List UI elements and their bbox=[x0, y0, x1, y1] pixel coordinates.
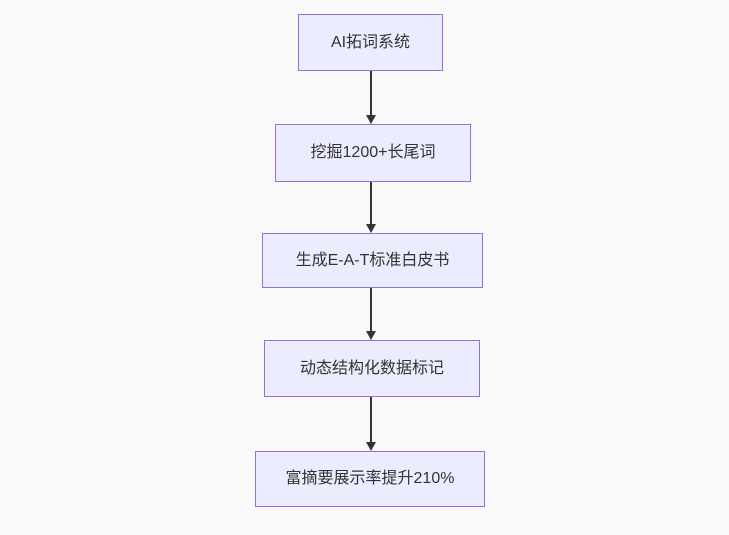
flow-node-label: 挖掘1200+长尾词 bbox=[310, 144, 436, 162]
arrow-line bbox=[370, 182, 372, 224]
arrow-connector-2 bbox=[366, 182, 376, 233]
flow-node-eat-whitepaper: 生成E-A-T标准白皮书 bbox=[262, 233, 483, 288]
arrow-head-icon bbox=[366, 115, 376, 124]
flow-node-rich-snippet-result: 富摘要展示率提升210% bbox=[255, 451, 485, 507]
arrow-head-icon bbox=[366, 224, 376, 233]
flow-node-label: 富摘要展示率提升210% bbox=[285, 470, 455, 488]
arrow-line bbox=[370, 288, 372, 331]
flow-node-label: 动态结构化数据标记 bbox=[299, 359, 444, 377]
arrow-head-icon bbox=[366, 331, 376, 340]
arrow-head-icon bbox=[366, 442, 376, 451]
flow-node-structured-data: 动态结构化数据标记 bbox=[264, 340, 480, 397]
flow-node-ai-system: AI拓词系统 bbox=[298, 14, 443, 71]
arrow-connector-4 bbox=[366, 397, 376, 451]
arrow-connector-1 bbox=[366, 71, 376, 124]
flow-node-longtail-mining: 挖掘1200+长尾词 bbox=[275, 124, 471, 182]
arrow-connector-3 bbox=[366, 288, 376, 340]
flow-node-label: AI拓词系统 bbox=[330, 33, 411, 51]
flow-node-label: 生成E-A-T标准白皮书 bbox=[295, 251, 450, 269]
arrow-line bbox=[370, 397, 372, 442]
arrow-line bbox=[370, 71, 372, 115]
